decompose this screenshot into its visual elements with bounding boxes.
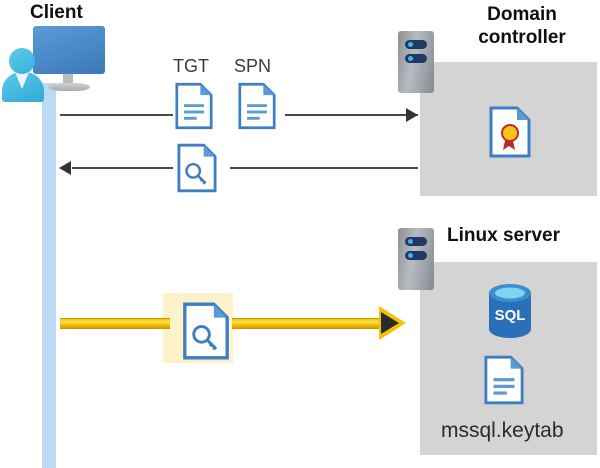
tgt-label: TGT (173, 56, 209, 76)
monitor-stand-base-icon (48, 83, 90, 91)
response-line-right (230, 167, 418, 169)
keytab-filename-label: mssql.keytab (441, 419, 564, 442)
keytab-document-icon (484, 355, 524, 405)
client-monitor-icon (33, 26, 105, 74)
auth-arrow-line-right (232, 318, 386, 329)
response-line-left (72, 167, 173, 169)
server-rack-icon (398, 228, 434, 290)
request-line-left (60, 114, 173, 116)
domain-controller-label-line2: controller (478, 27, 566, 48)
client-user-head-icon (9, 48, 35, 74)
domain-controller-label-line1: Domain (487, 4, 557, 25)
svg-text:SQL: SQL (495, 307, 526, 324)
client-user-collar-icon (15, 72, 29, 89)
domain-controller-label: Domain controller (452, 3, 592, 49)
request-line-right (285, 114, 418, 116)
auth-arrow-line-left (60, 318, 170, 329)
client-lifeline-bar (42, 83, 56, 468)
spn-document-icon (238, 82, 276, 130)
arrow-left-icon (59, 161, 71, 175)
server-rack-icon (398, 31, 434, 93)
auth-ticket-key-document-icon (180, 302, 229, 360)
service-ticket-key-document-icon (177, 143, 217, 193)
certificate-document-icon (489, 106, 531, 158)
client-label: Client (30, 2, 83, 23)
monitor-stand-neck-icon (63, 74, 73, 85)
arrow-right-icon (406, 108, 418, 122)
arrow-right-highlight-inner-icon (381, 312, 399, 334)
sql-database-icon: SQL (486, 282, 534, 340)
spn-label: SPN (234, 56, 272, 76)
tgt-document-icon (175, 82, 213, 130)
linux-server-label: Linux server (447, 225, 560, 246)
